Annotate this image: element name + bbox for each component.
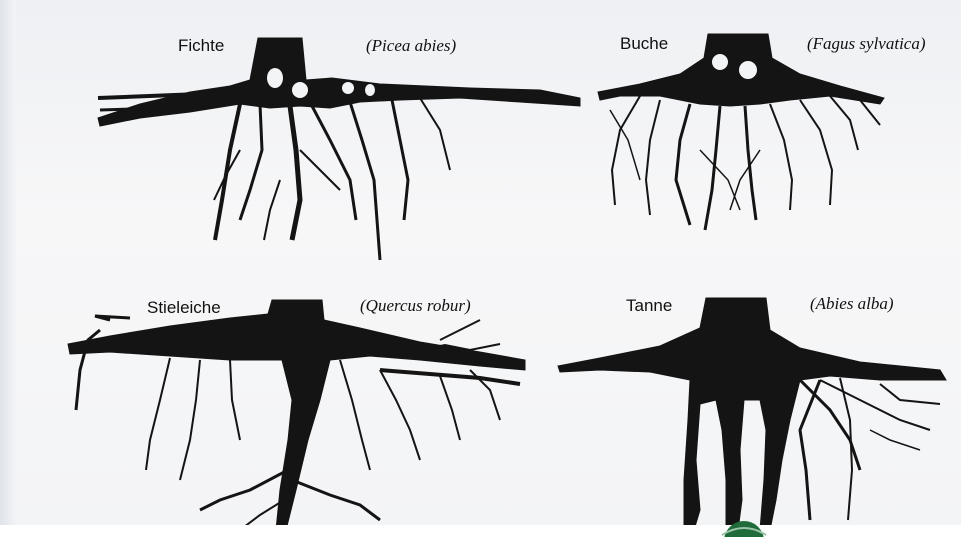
stieleiche-root-system: [68, 300, 525, 530]
tanne-root-system: [558, 298, 946, 530]
fichte-label: Fichte: [178, 36, 224, 56]
page-bottom-margin: [0, 525, 961, 537]
stieleiche-latin-label: (Quercus robur): [360, 296, 471, 316]
logo-mark: [720, 517, 768, 537]
buche-root-system: [598, 34, 884, 230]
tanne-label: Tanne: [626, 296, 672, 316]
buche-latin-label: (Fagus sylvatica): [807, 34, 926, 54]
fichte-latin-label: (Picea abies): [366, 36, 456, 56]
logo-icon: [720, 517, 768, 537]
buche-label: Buche: [620, 34, 668, 54]
stieleiche-label: Stieleiche: [147, 298, 221, 318]
tanne-latin-label: (Abies alba): [810, 294, 894, 314]
fichte-root-system: [98, 38, 580, 260]
